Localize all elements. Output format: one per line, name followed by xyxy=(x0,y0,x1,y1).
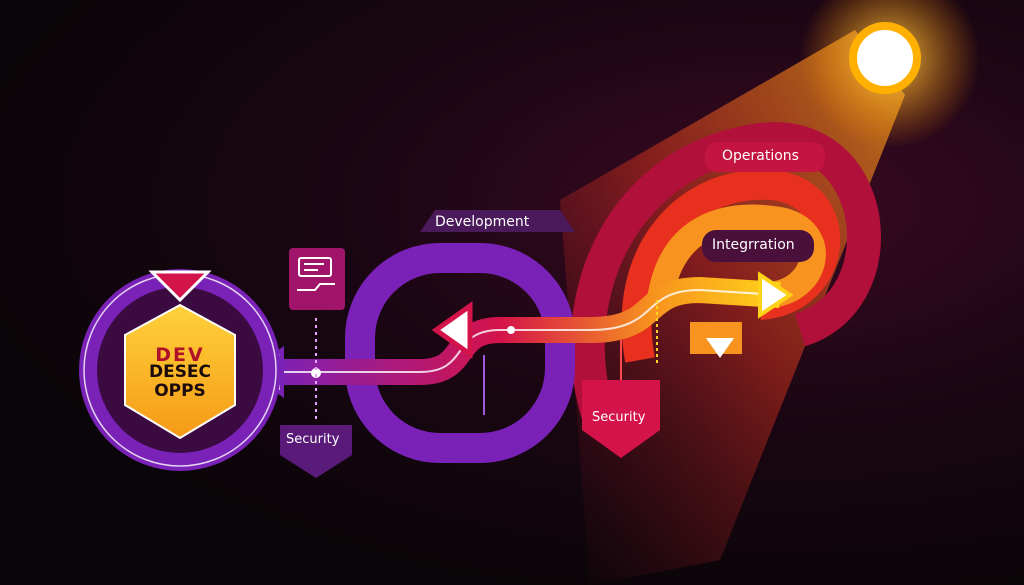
integration-label: Integrration xyxy=(712,237,795,253)
security-right-shape xyxy=(582,380,660,458)
document-icon xyxy=(297,257,335,291)
hub-text-dev: DEV xyxy=(155,344,205,366)
security-left-label: Security xyxy=(286,432,340,447)
arrow-left-icon xyxy=(431,301,473,359)
arrow-down-icon xyxy=(148,270,212,303)
outer-loop xyxy=(570,122,882,426)
hub-hexagon xyxy=(124,303,236,440)
arrow-down-icon xyxy=(706,338,734,358)
security-right-label: Security xyxy=(592,410,646,425)
security-left-shape xyxy=(280,425,352,478)
inner-loop xyxy=(647,204,826,308)
hub-text-desec: DESEC xyxy=(148,362,212,382)
development-tab xyxy=(420,210,575,232)
operations-label: Operations xyxy=(722,148,799,164)
sun-icon xyxy=(849,22,921,94)
development-label: Development xyxy=(435,214,530,230)
operations-pill xyxy=(705,142,825,172)
development-loop xyxy=(345,243,575,463)
arrow-right-icon xyxy=(758,271,794,319)
integration-pill xyxy=(702,230,814,262)
hub-text-opps: OPPS xyxy=(154,381,206,401)
